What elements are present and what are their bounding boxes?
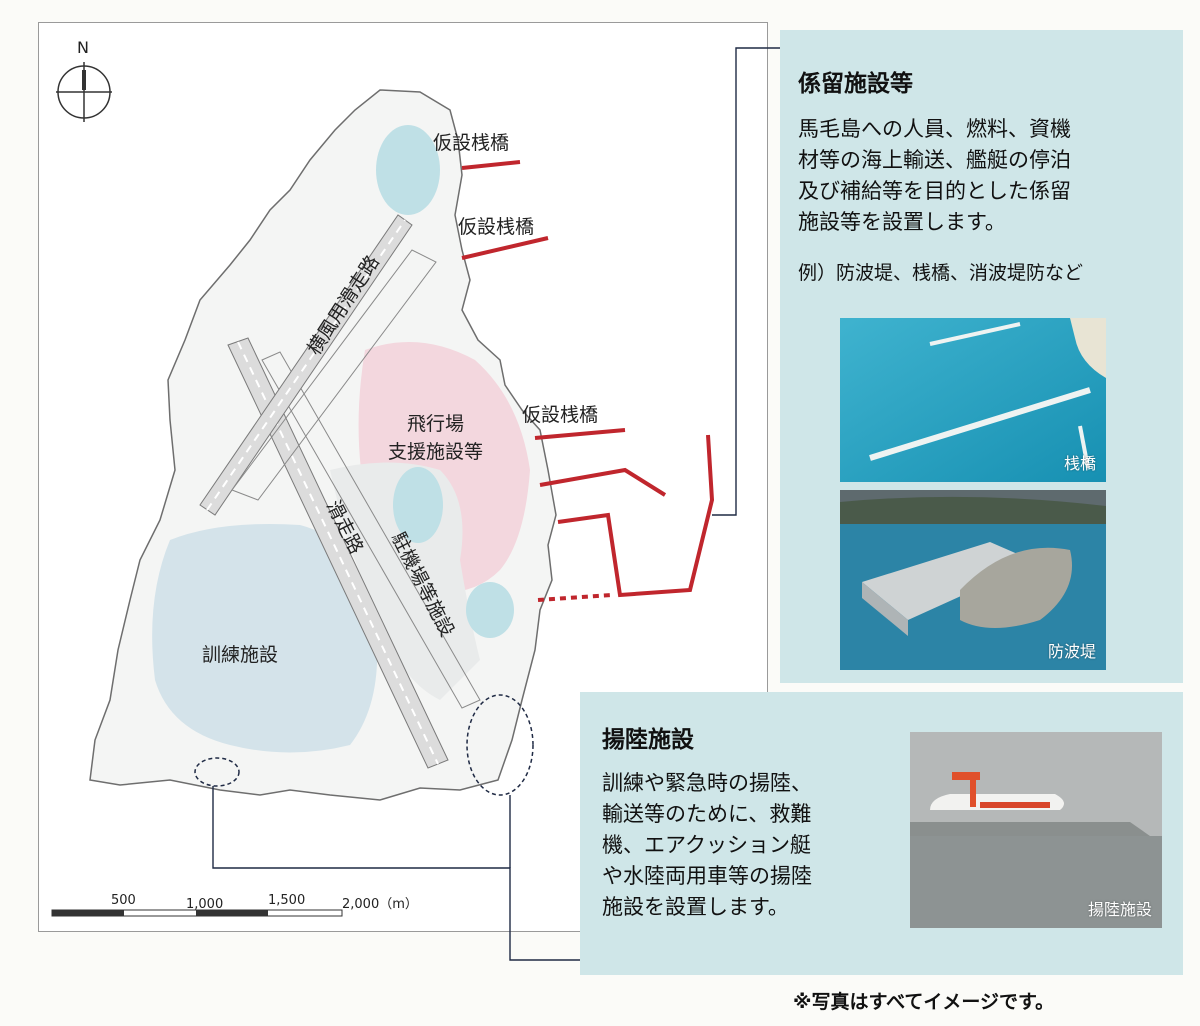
scale-tick-1000: 1,000	[186, 897, 224, 912]
landing-site-east	[466, 694, 534, 796]
landing-body: 訓練や緊急時の揚陸、 輸送等のために、救難 機、エアクッション艇 や水陸両用車等…	[602, 771, 812, 919]
label-temporary-pier-1: 仮設桟橋	[433, 132, 510, 154]
landing-photo: 揚陸施設	[910, 732, 1162, 928]
pier-photo-image	[840, 318, 1106, 482]
pier-photo: 桟橋	[840, 318, 1106, 482]
mooring-title: 係留施設等	[798, 71, 913, 97]
landing-photo-caption: 揚陸施設	[1087, 900, 1152, 919]
label-temporary-pier-2: 仮設桟橋	[458, 216, 535, 238]
north-label: N	[77, 38, 89, 57]
breakwater-photo: 防波堤	[840, 490, 1106, 670]
crosswind-runway	[199, 214, 437, 516]
landing-panel: 揚陸施設 訓練や緊急時の揚陸、 輸送等のために、救難 機、エアクッション艇 や水…	[580, 692, 1183, 975]
label-training: 訓練施設	[202, 644, 279, 666]
mooring-example: 例）防波堤、桟橋、消波堤防など	[798, 262, 1084, 284]
pond-center	[393, 467, 443, 543]
landing-title: 揚陸施設	[602, 727, 694, 753]
mooring-body: 馬毛島への人員、燃料、資機 材等の海上輸送、艦艇の停泊 及び補給等を目的とした係…	[798, 117, 1071, 234]
label-airfield-support: 飛行場 支援施設等	[388, 413, 484, 463]
breakwater-1	[539, 467, 667, 497]
breakwater-2	[557, 434, 715, 598]
pier-3	[534, 428, 626, 440]
scale-tick-500: 500	[111, 893, 136, 908]
training-area	[152, 524, 378, 753]
pier-photo-caption: 桟橋	[1063, 454, 1096, 473]
footnote: ※写真はすべてイメージです。	[793, 991, 1055, 1013]
label-temporary-pier-3: 仮設桟橋	[522, 404, 599, 426]
mooring-panel: 係留施設等 馬毛島への人員、燃料、資機 材等の海上輸送、艦艇の停泊 及び補給等を…	[780, 30, 1183, 683]
north-arrow-icon	[56, 62, 112, 122]
apron-area	[330, 462, 480, 700]
scale-tick-2000: 2,000（m）	[342, 897, 418, 912]
breakwater-photo-caption: 防波堤	[1047, 642, 1096, 661]
pond-south	[466, 582, 514, 638]
landing-site-west	[194, 757, 240, 787]
scale-tick-1500: 1,500	[268, 893, 306, 908]
pond-north	[376, 125, 440, 215]
pier-2	[461, 236, 549, 260]
landing-photo-image	[910, 732, 1162, 928]
breakwater-planned	[537, 593, 613, 602]
scale-bar	[51, 909, 343, 917]
pier-1	[461, 160, 521, 170]
breakwater-photo-image	[840, 490, 1106, 670]
